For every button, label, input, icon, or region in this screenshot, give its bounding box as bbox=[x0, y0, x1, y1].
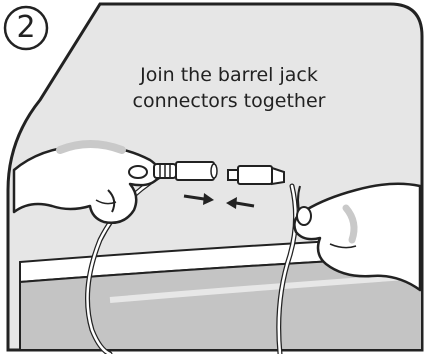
instruction-text: Join the barrel jack connectors together bbox=[118, 62, 340, 114]
left-barrel-connector bbox=[154, 162, 217, 180]
step-number: 2 bbox=[4, 6, 48, 50]
